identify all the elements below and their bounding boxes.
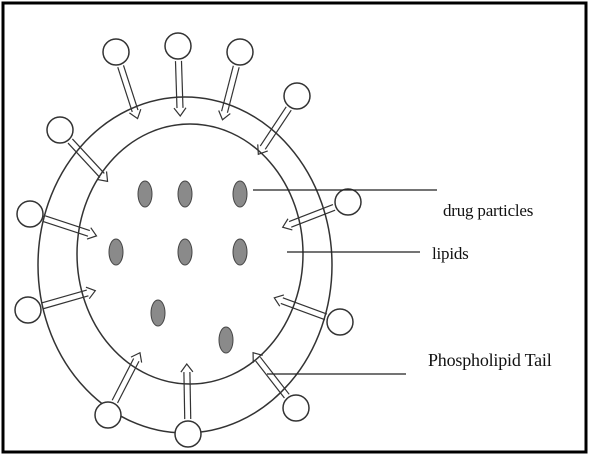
phospholipid-head	[327, 309, 353, 335]
phospholipid-head	[103, 39, 129, 65]
phospholipid-tail	[258, 107, 291, 155]
phospholipid-head	[227, 39, 253, 65]
phospholipid-tail	[219, 66, 239, 120]
figure-border	[3, 3, 586, 452]
phospholipid-head	[284, 83, 310, 109]
phospholipid-head	[47, 117, 73, 143]
phospholipid-head	[17, 201, 43, 227]
drug-particle	[233, 181, 247, 207]
phospholipid-tail	[253, 353, 289, 398]
drug-particle	[109, 239, 123, 265]
phospholipid-head	[165, 33, 191, 59]
drug-particles-label: drug particles	[443, 201, 533, 221]
drug-particle	[219, 327, 233, 353]
drug-particle	[178, 239, 192, 265]
phospholipid-tail	[274, 295, 327, 320]
phospholipid-head	[175, 421, 201, 447]
drug-particle	[178, 181, 192, 207]
phospholipid-tail	[181, 364, 193, 419]
phospholipid-head	[95, 402, 121, 428]
drug-particle	[233, 239, 247, 265]
drug-particle	[138, 181, 152, 207]
drug-particle	[151, 300, 165, 326]
phospholipid-head	[15, 297, 41, 323]
phospholipid-tail-label: Phospholipid Tail	[428, 350, 552, 371]
phospholipid-tail	[68, 139, 108, 181]
phospholipid-tail	[112, 353, 141, 403]
phospholipid-tail	[283, 205, 335, 230]
phospholipid-tail	[42, 287, 96, 309]
phospholipid-tail	[118, 65, 141, 118]
drug-particles	[109, 181, 247, 353]
phospholipid-head	[335, 189, 361, 215]
phospholipid-tail	[43, 216, 96, 239]
phospholipid-head	[283, 395, 309, 421]
lipids-label: lipids	[432, 244, 469, 264]
phospholipid-tail	[174, 61, 186, 116]
